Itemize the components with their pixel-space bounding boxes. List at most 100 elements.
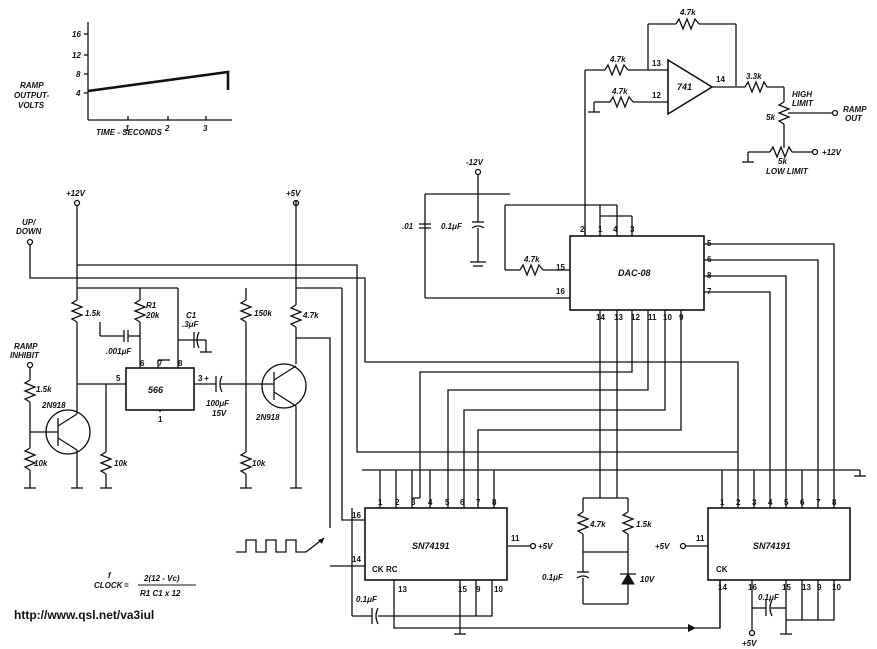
graph-ylabel-3: VOLTS: [18, 101, 45, 110]
res-r1-val: 20k: [145, 311, 160, 320]
ic566-pin-3: 3: [198, 374, 203, 383]
cnt-l-pin-2: 2: [395, 498, 400, 507]
cnt-l-pin-7: 7: [476, 498, 481, 507]
cnt-l-pin-16: 16: [352, 511, 361, 520]
formula-num: 2(12 - Vc): [143, 574, 180, 583]
cnt-l-pin-14: 14: [352, 555, 361, 564]
dac-pin-11: 11: [648, 313, 657, 322]
res-47k-fb: 4.7k: [679, 8, 696, 17]
dac-pin-3: 3: [630, 225, 635, 234]
counter-left-rc: RC: [386, 565, 398, 574]
cnt-r-pin-14: 14: [718, 583, 727, 592]
res-15k-z: 1.5k: [636, 520, 652, 529]
pot-hi: 5k: [766, 113, 775, 122]
graph-xlabel: TIME - SECONDS: [96, 128, 162, 137]
opamp-label: 741: [677, 82, 692, 92]
cap-100-v: 15V: [212, 409, 227, 418]
dac08-chip: [569, 235, 705, 311]
supply-p5v: +5V: [286, 189, 301, 198]
counter-left-label: SN74191: [412, 541, 450, 551]
res-33k: 3.3k: [746, 72, 762, 81]
cnt-l-pin-15: 15: [458, 585, 467, 594]
dac-pin-14: 14: [596, 313, 605, 322]
pin-741-14: 14: [716, 75, 725, 84]
counter-right-label: SN74191: [753, 541, 791, 551]
cnt-r-pin-2: 2: [736, 498, 741, 507]
zener-label: 10V: [640, 575, 655, 584]
xtick-2: 2: [164, 124, 170, 133]
counter-left: SN74191 CK RC 1 2 3 4 5 6 7 8 16 14 13 1…: [330, 469, 866, 635]
cap-01z: 0.1μF: [542, 573, 564, 582]
cap-01c: 0.1μF: [356, 595, 378, 604]
oscillator-section: +12V UP/ DOWN 1.5k R1 20k .001μF C1 .3: [10, 189, 739, 528]
supply-p5v-a: +5V: [538, 542, 553, 551]
cnt-r-pin-7: 7: [816, 498, 821, 507]
graph-ylabel-2: OUTPUT-: [14, 91, 49, 100]
pot-lo: 5k: [778, 157, 787, 166]
res-10k-c: 10k: [252, 459, 266, 468]
footer-url[interactable]: http://www.qsl.net/va3iul: [14, 608, 155, 622]
label-down: DOWN: [16, 227, 42, 236]
label-ramp: RAMP: [843, 105, 867, 114]
counter-left-ck: CK: [372, 565, 384, 574]
ic566-label: 566: [148, 385, 164, 395]
supply-p5v-b: +5V: [655, 542, 670, 551]
counter-left-chip: [364, 507, 508, 581]
res-47k-pl: 4.7k: [611, 87, 628, 96]
ic566-pin-1: 1: [158, 415, 163, 424]
cap-c1: C1: [186, 311, 197, 320]
cnt-r-pin-16: 16: [748, 583, 757, 592]
supply-p5v-c: +5V: [742, 639, 757, 648]
label-limit: LIMIT: [792, 99, 814, 108]
zener-section: 4.7k 1.5k 0.1μF 10V: [542, 497, 655, 605]
ramp-graph: 16 12 8 4 1 2 3 TIME - SECONDS RAMP OUTP…: [14, 22, 232, 137]
transistor-right: [261, 363, 307, 409]
dac-pin-12: 12: [631, 313, 640, 322]
cnt-r-pin-3: 3: [752, 498, 757, 507]
cnt-r-pin-13: 13: [802, 583, 811, 592]
counter-right: SN74191 CK 1 2 3 4 5 6 7 8 11 +5V 14 16 …: [655, 470, 851, 648]
cnt-l-pin-10: 10: [494, 585, 503, 594]
res-r1: R1: [146, 301, 157, 310]
res-150k: 150k: [254, 309, 272, 318]
label-ramp-inhibit-2: INHIBIT: [10, 351, 40, 360]
res-10k-a: 10k: [34, 459, 48, 468]
ytick-16: 16: [72, 30, 81, 39]
cnt-l-pin-8: 8: [492, 498, 497, 507]
dac-pin-16: 16: [556, 287, 565, 296]
counter-right-chip: [707, 507, 851, 581]
cnt-r-pin-8: 8: [832, 498, 837, 507]
res-47k-a: 4.7k: [302, 311, 319, 320]
transistor-left-label: 2N918: [41, 401, 66, 410]
transistor-right-label: 2N918: [255, 413, 280, 422]
ramp-curve: [87, 70, 230, 93]
dac-pin-10: 10: [663, 313, 672, 322]
res-47k-z: 4.7k: [589, 520, 606, 529]
supply-n12v: -12V: [466, 158, 484, 167]
cap-100: 100μF: [206, 399, 230, 408]
label-up: UP/: [22, 218, 36, 227]
ic-566: [125, 367, 195, 411]
label-out: OUT: [845, 114, 863, 123]
xtick-3: 3: [203, 124, 208, 133]
cnt-l-pin-4: 4: [428, 498, 433, 507]
pin-741-13: 13: [652, 59, 661, 68]
cap-c1-val: .3μF: [182, 320, 199, 329]
cnt-r-pin-11: 11: [696, 534, 705, 543]
formula-f: f: [108, 571, 112, 580]
plus-sign: +: [204, 374, 209, 383]
dac-pin-4: 4: [613, 225, 618, 234]
dac-pin-1: 1: [598, 225, 603, 234]
res-47k-dac: 4.7k: [523, 255, 540, 264]
ytick-4: 4: [75, 89, 81, 98]
cnt-l-pin-13: 13: [398, 585, 407, 594]
dac-pin-13: 13: [614, 313, 623, 322]
cap-001: .001μF: [106, 347, 132, 356]
opamp-section: -12V .01 0.1μF 4.7k 4.7k 4.7k: [402, 8, 867, 299]
pin-741-12: 12: [652, 91, 661, 100]
cnt-r-pin-9: 9: [817, 583, 822, 592]
cnt-l-pin-9: 9: [476, 585, 481, 594]
dac08: DAC-08 2 1 4 3 15 16 5 6 8 7 14 13 12 11…: [419, 205, 835, 498]
ytick-12: 12: [72, 51, 81, 60]
